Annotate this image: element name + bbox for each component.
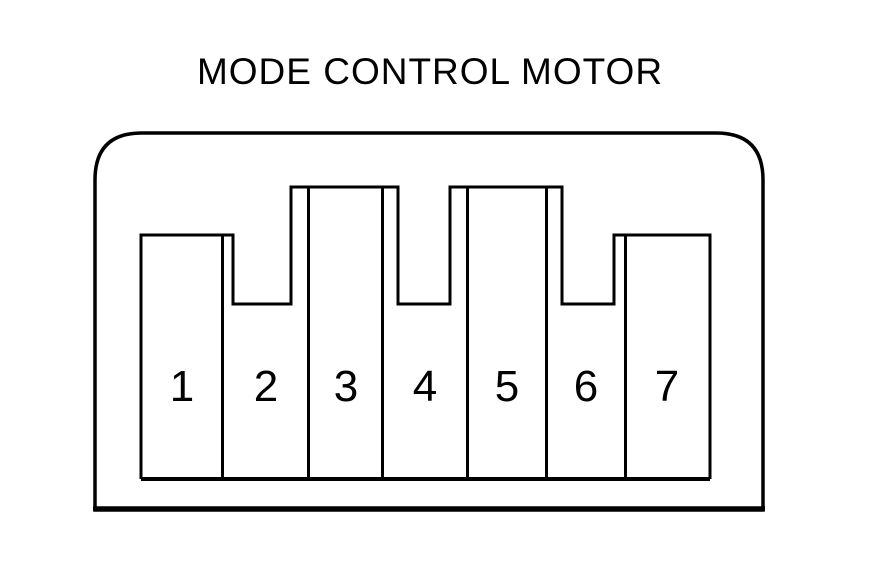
pin-label-1: 1 bbox=[170, 362, 194, 411]
pin-labels: 1 2 3 4 5 6 7 bbox=[170, 362, 679, 411]
pin-label-5: 5 bbox=[495, 362, 519, 411]
cavity-profile-outline bbox=[139, 185, 712, 479]
diagram-title: MODE CONTROL MOTOR bbox=[197, 51, 663, 92]
connector-housing-outline bbox=[93, 131, 765, 512]
pin-label-7: 7 bbox=[655, 362, 679, 411]
pin-label-6: 6 bbox=[574, 362, 598, 411]
pin-label-4: 4 bbox=[413, 362, 437, 411]
cavity-dividers bbox=[221, 187, 627, 479]
pin-label-3: 3 bbox=[334, 362, 358, 411]
pin-label-2: 2 bbox=[254, 362, 278, 411]
